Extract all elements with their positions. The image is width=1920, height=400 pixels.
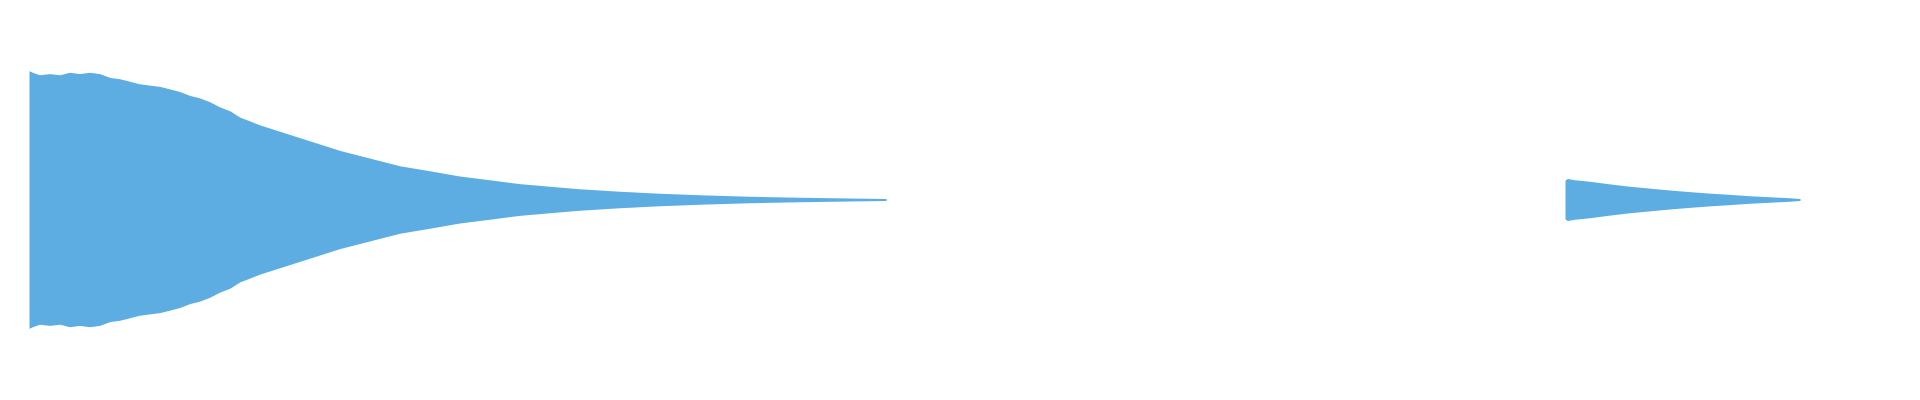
waveform-segment-1 <box>29 71 887 329</box>
waveform-segment-2 <box>1565 178 1801 222</box>
